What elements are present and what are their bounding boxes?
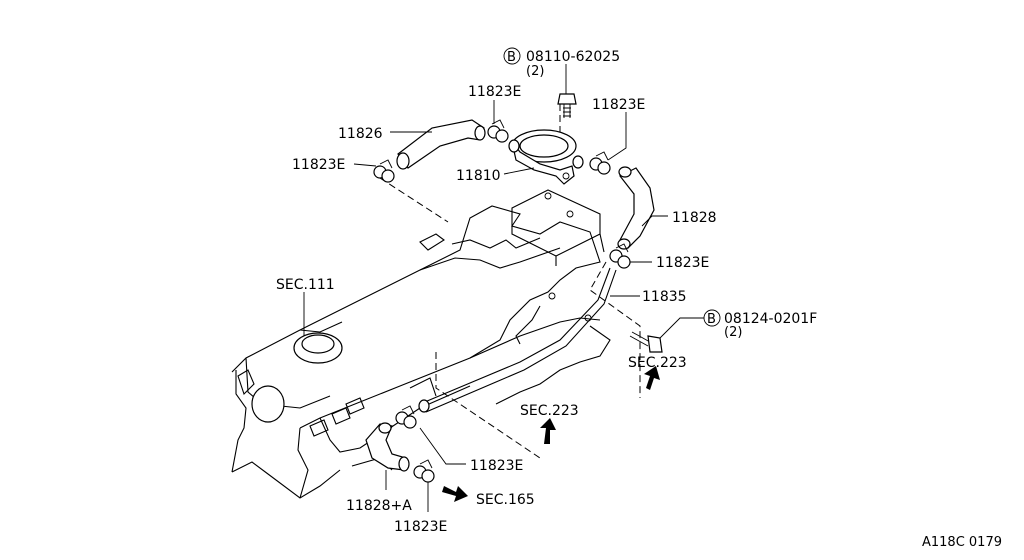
clamp-icon-2 <box>373 159 395 183</box>
clamp-icon-4 <box>609 243 631 269</box>
hose-11826-label: 11826 <box>338 126 383 142</box>
reference-lines <box>379 104 641 459</box>
arrow-icon-sec165 <box>442 486 468 502</box>
clamp-icon-5 <box>395 405 417 429</box>
clamp-icon-1 <box>487 119 509 143</box>
clamp-label-3: 11823E <box>292 157 345 173</box>
sec-111-label: SEC.111 <box>276 277 335 293</box>
bolt-top <box>557 93 577 118</box>
hose-11828a-label: 11828+A <box>346 498 412 514</box>
bolt-symbol-top: B <box>507 50 516 65</box>
bolt-top-part-number: 08110-62025 <box>526 49 620 65</box>
engine-head-drawing <box>231 189 611 499</box>
bolt-right-part-number: 08124-0201F <box>724 311 817 327</box>
arrow-icon-sec223-center <box>540 418 556 444</box>
hose-11828-label: 11828 <box>672 210 717 226</box>
bolt-right-quantity: (2) <box>724 325 742 340</box>
bolt-symbol-right: B <box>707 312 716 327</box>
hose-11826 <box>396 119 486 170</box>
tube-11835-label: 11835 <box>642 289 687 305</box>
hose-11828 <box>617 166 655 250</box>
clamp-icon-6 <box>413 459 435 483</box>
bolt-symbol-icon-top <box>503 47 521 65</box>
valve-11810-label: 11810 <box>456 168 501 184</box>
clamp-label-6: 11823E <box>394 519 447 535</box>
sec-165-label: SEC.165 <box>476 492 535 508</box>
clamp-icons <box>373 119 631 483</box>
bolt-symbol-icons: B B <box>503 47 721 327</box>
clamp-label-1: 11823E <box>468 84 521 100</box>
clamp-label-4: 11823E <box>656 255 709 271</box>
bolt-top-quantity: (2) <box>526 64 544 79</box>
arrow-icon-sec223-right <box>644 366 660 390</box>
clamp-icon-3 <box>589 151 611 175</box>
sec-223-label-right: SEC.223 <box>628 355 687 371</box>
tube-11835 <box>409 267 617 413</box>
part-labels: 08110-62025 (2) 11823E 11823E 11826 1182… <box>276 49 1002 550</box>
clamp-label-5: 11823E <box>470 458 523 474</box>
hose-11828a <box>365 422 410 472</box>
clamp-label-2: 11823E <box>592 97 645 113</box>
sec-223-label-center: SEC.223 <box>520 403 579 419</box>
pcv-valve-11810 <box>508 129 584 185</box>
leader-lines <box>303 64 704 512</box>
direction-arrows <box>442 366 660 502</box>
bolt-right <box>629 331 663 353</box>
diagram-code: A118C 0179 <box>922 535 1002 550</box>
bolt-symbol-icon-right <box>703 309 721 327</box>
